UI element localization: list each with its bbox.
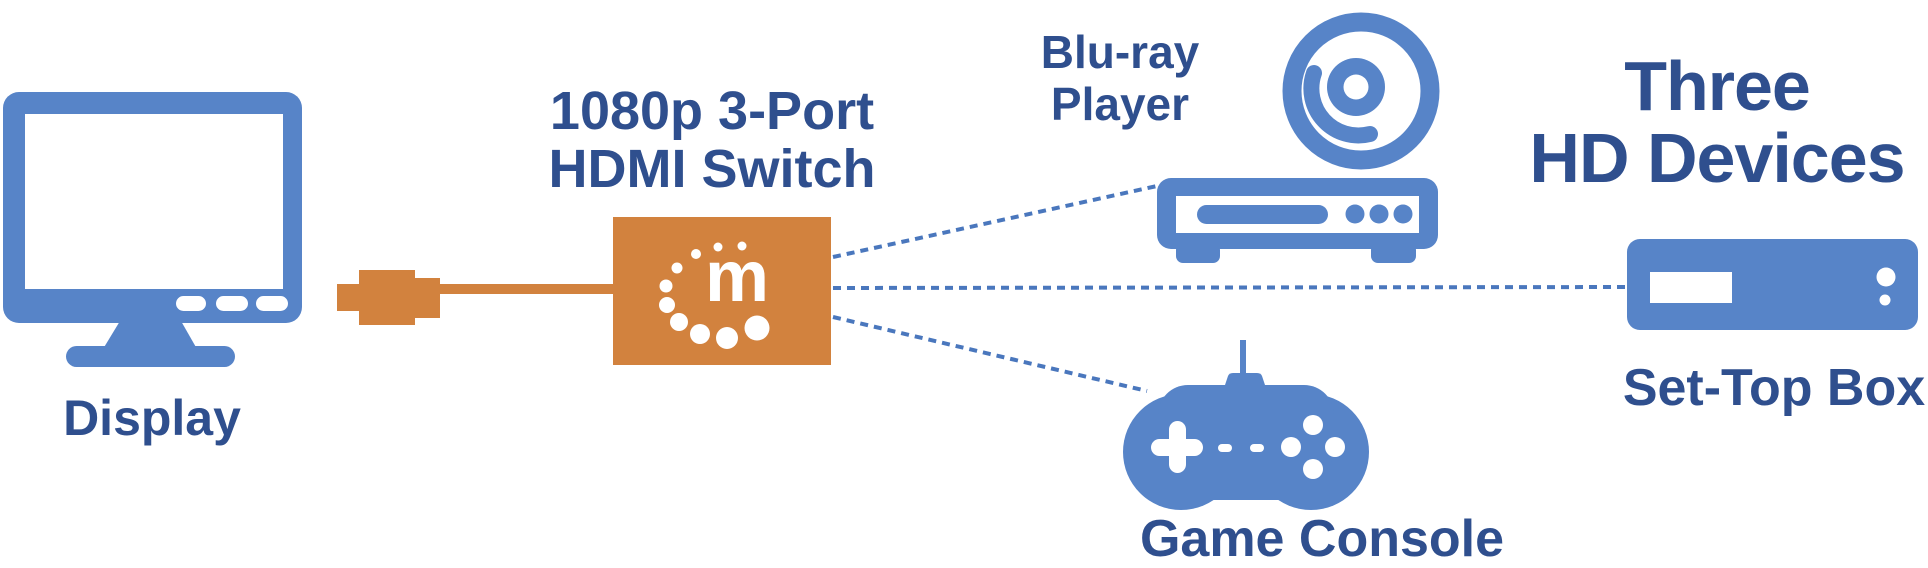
logo-letter: m xyxy=(705,237,769,317)
switch-title: 1080p 3-Port HDMI Switch xyxy=(548,82,875,198)
player-deck-icon xyxy=(1157,178,1438,263)
settop-label: Set-Top Box xyxy=(1622,359,1926,417)
switch-title-line1: 1080p 3-Port xyxy=(549,81,875,141)
set-top-box-icon xyxy=(1627,239,1918,330)
dpad-icon xyxy=(1151,421,1203,473)
display-label: Display xyxy=(63,390,241,446)
page-title-line1: Three xyxy=(1624,47,1811,125)
action-buttons xyxy=(1281,415,1345,479)
page-title-line2: HD Devices xyxy=(1529,119,1905,197)
hdmi-cable-icon xyxy=(337,270,618,325)
disc-icon xyxy=(1282,12,1440,170)
connection-lines xyxy=(832,184,1626,393)
switch-box-icon: m xyxy=(613,217,831,365)
bluray-label: Blu-ray Player xyxy=(1041,26,1199,130)
monitor-icon xyxy=(3,92,302,367)
select-start-buttons xyxy=(1218,444,1264,452)
connection-line-bluray xyxy=(832,184,1158,259)
bluray-label-line2: Player xyxy=(1050,78,1190,130)
bluray-label-line1: Blu-ray xyxy=(1040,26,1200,78)
game-console-label: Game Console xyxy=(1139,510,1505,568)
connection-line-console xyxy=(832,315,1148,393)
page-title: Three HD Devices xyxy=(1529,47,1905,197)
gamepad-icon xyxy=(1123,340,1369,510)
switch-title-line2: HDMI Switch xyxy=(548,139,876,199)
connection-line-settop xyxy=(832,285,1626,290)
manhattan-logo-icon: m xyxy=(659,237,770,349)
